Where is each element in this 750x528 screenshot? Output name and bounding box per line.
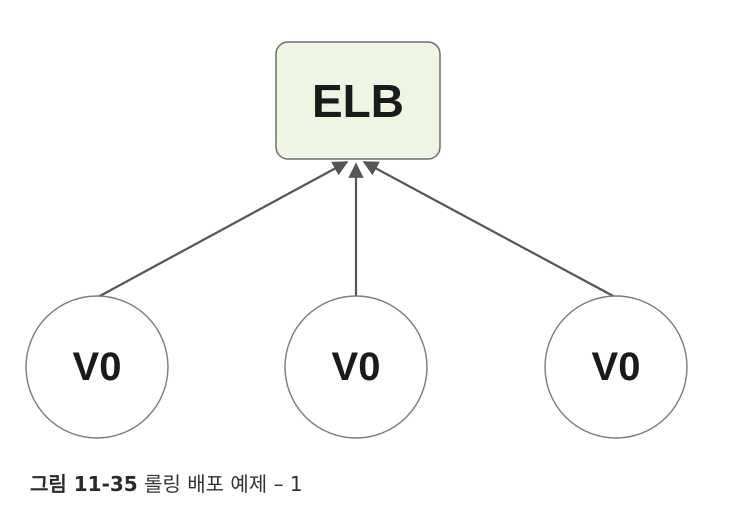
instance-label: V0 bbox=[73, 345, 122, 389]
figure-caption: 그림 11-35 롤링 배포 예제 – 1 bbox=[30, 468, 303, 497]
instance-node: V0 bbox=[544, 295, 688, 439]
edge-instance-3-to-elb bbox=[362, 161, 616, 298]
edge-instance-1-to-elb bbox=[97, 161, 349, 298]
instance-label: V0 bbox=[592, 345, 641, 389]
instance-label: V0 bbox=[332, 345, 381, 389]
elb-label: ELB bbox=[312, 75, 404, 127]
elb-node: ELB bbox=[275, 41, 441, 160]
instance-node: V0 bbox=[25, 295, 169, 439]
figure-number: 그림 11-35 bbox=[30, 472, 138, 496]
figure-title: 롤링 배포 예제 – 1 bbox=[144, 472, 303, 496]
instance-node: V0 bbox=[284, 295, 428, 439]
